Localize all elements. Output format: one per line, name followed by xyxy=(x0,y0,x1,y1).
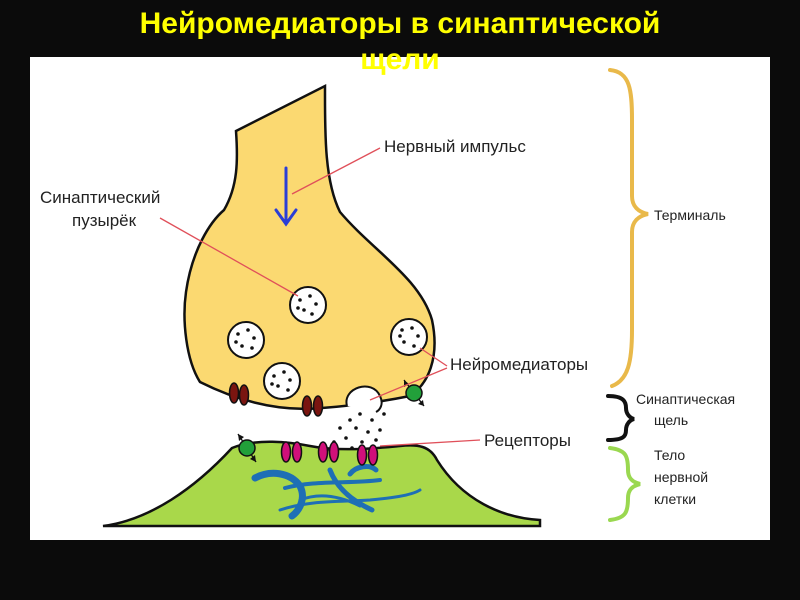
label-vesicle-line2: пузырёк xyxy=(72,211,137,230)
presynaptic-channel xyxy=(228,382,250,406)
label-body-line1: Тело xyxy=(654,447,685,463)
body-brace xyxy=(608,446,641,522)
vesicle xyxy=(390,318,428,356)
vesicle xyxy=(263,362,301,400)
label-cleft-line2: щель xyxy=(654,412,688,428)
vesicle xyxy=(289,286,327,324)
fusing-vesicle xyxy=(345,385,383,413)
receptor xyxy=(280,441,303,463)
label-cleft-line1: Синаптическая xyxy=(636,391,735,407)
presynaptic-channel xyxy=(301,395,324,417)
label-neurotransmitters: Нейромедиаторы xyxy=(450,355,588,374)
label-body-line3: клетки xyxy=(654,491,696,507)
reuptake-transporter xyxy=(237,433,257,463)
cleft-brace xyxy=(606,394,635,442)
leader-lines xyxy=(159,147,481,447)
label-impulse: Нервный импульс xyxy=(384,137,526,156)
impulse-arrow xyxy=(274,166,298,227)
label-body-line2: нервной xyxy=(654,469,708,485)
label-receptors: Рецепторы xyxy=(484,431,571,450)
label-vesicle-line1: Синаптический xyxy=(40,188,160,207)
receptor xyxy=(317,441,340,463)
nerve-fibers xyxy=(251,464,422,520)
receptor xyxy=(356,444,379,466)
vesicle xyxy=(227,321,265,359)
terminal-brace xyxy=(608,68,649,388)
presynaptic-terminal xyxy=(183,83,436,411)
label-terminal: Терминаль xyxy=(654,207,726,223)
